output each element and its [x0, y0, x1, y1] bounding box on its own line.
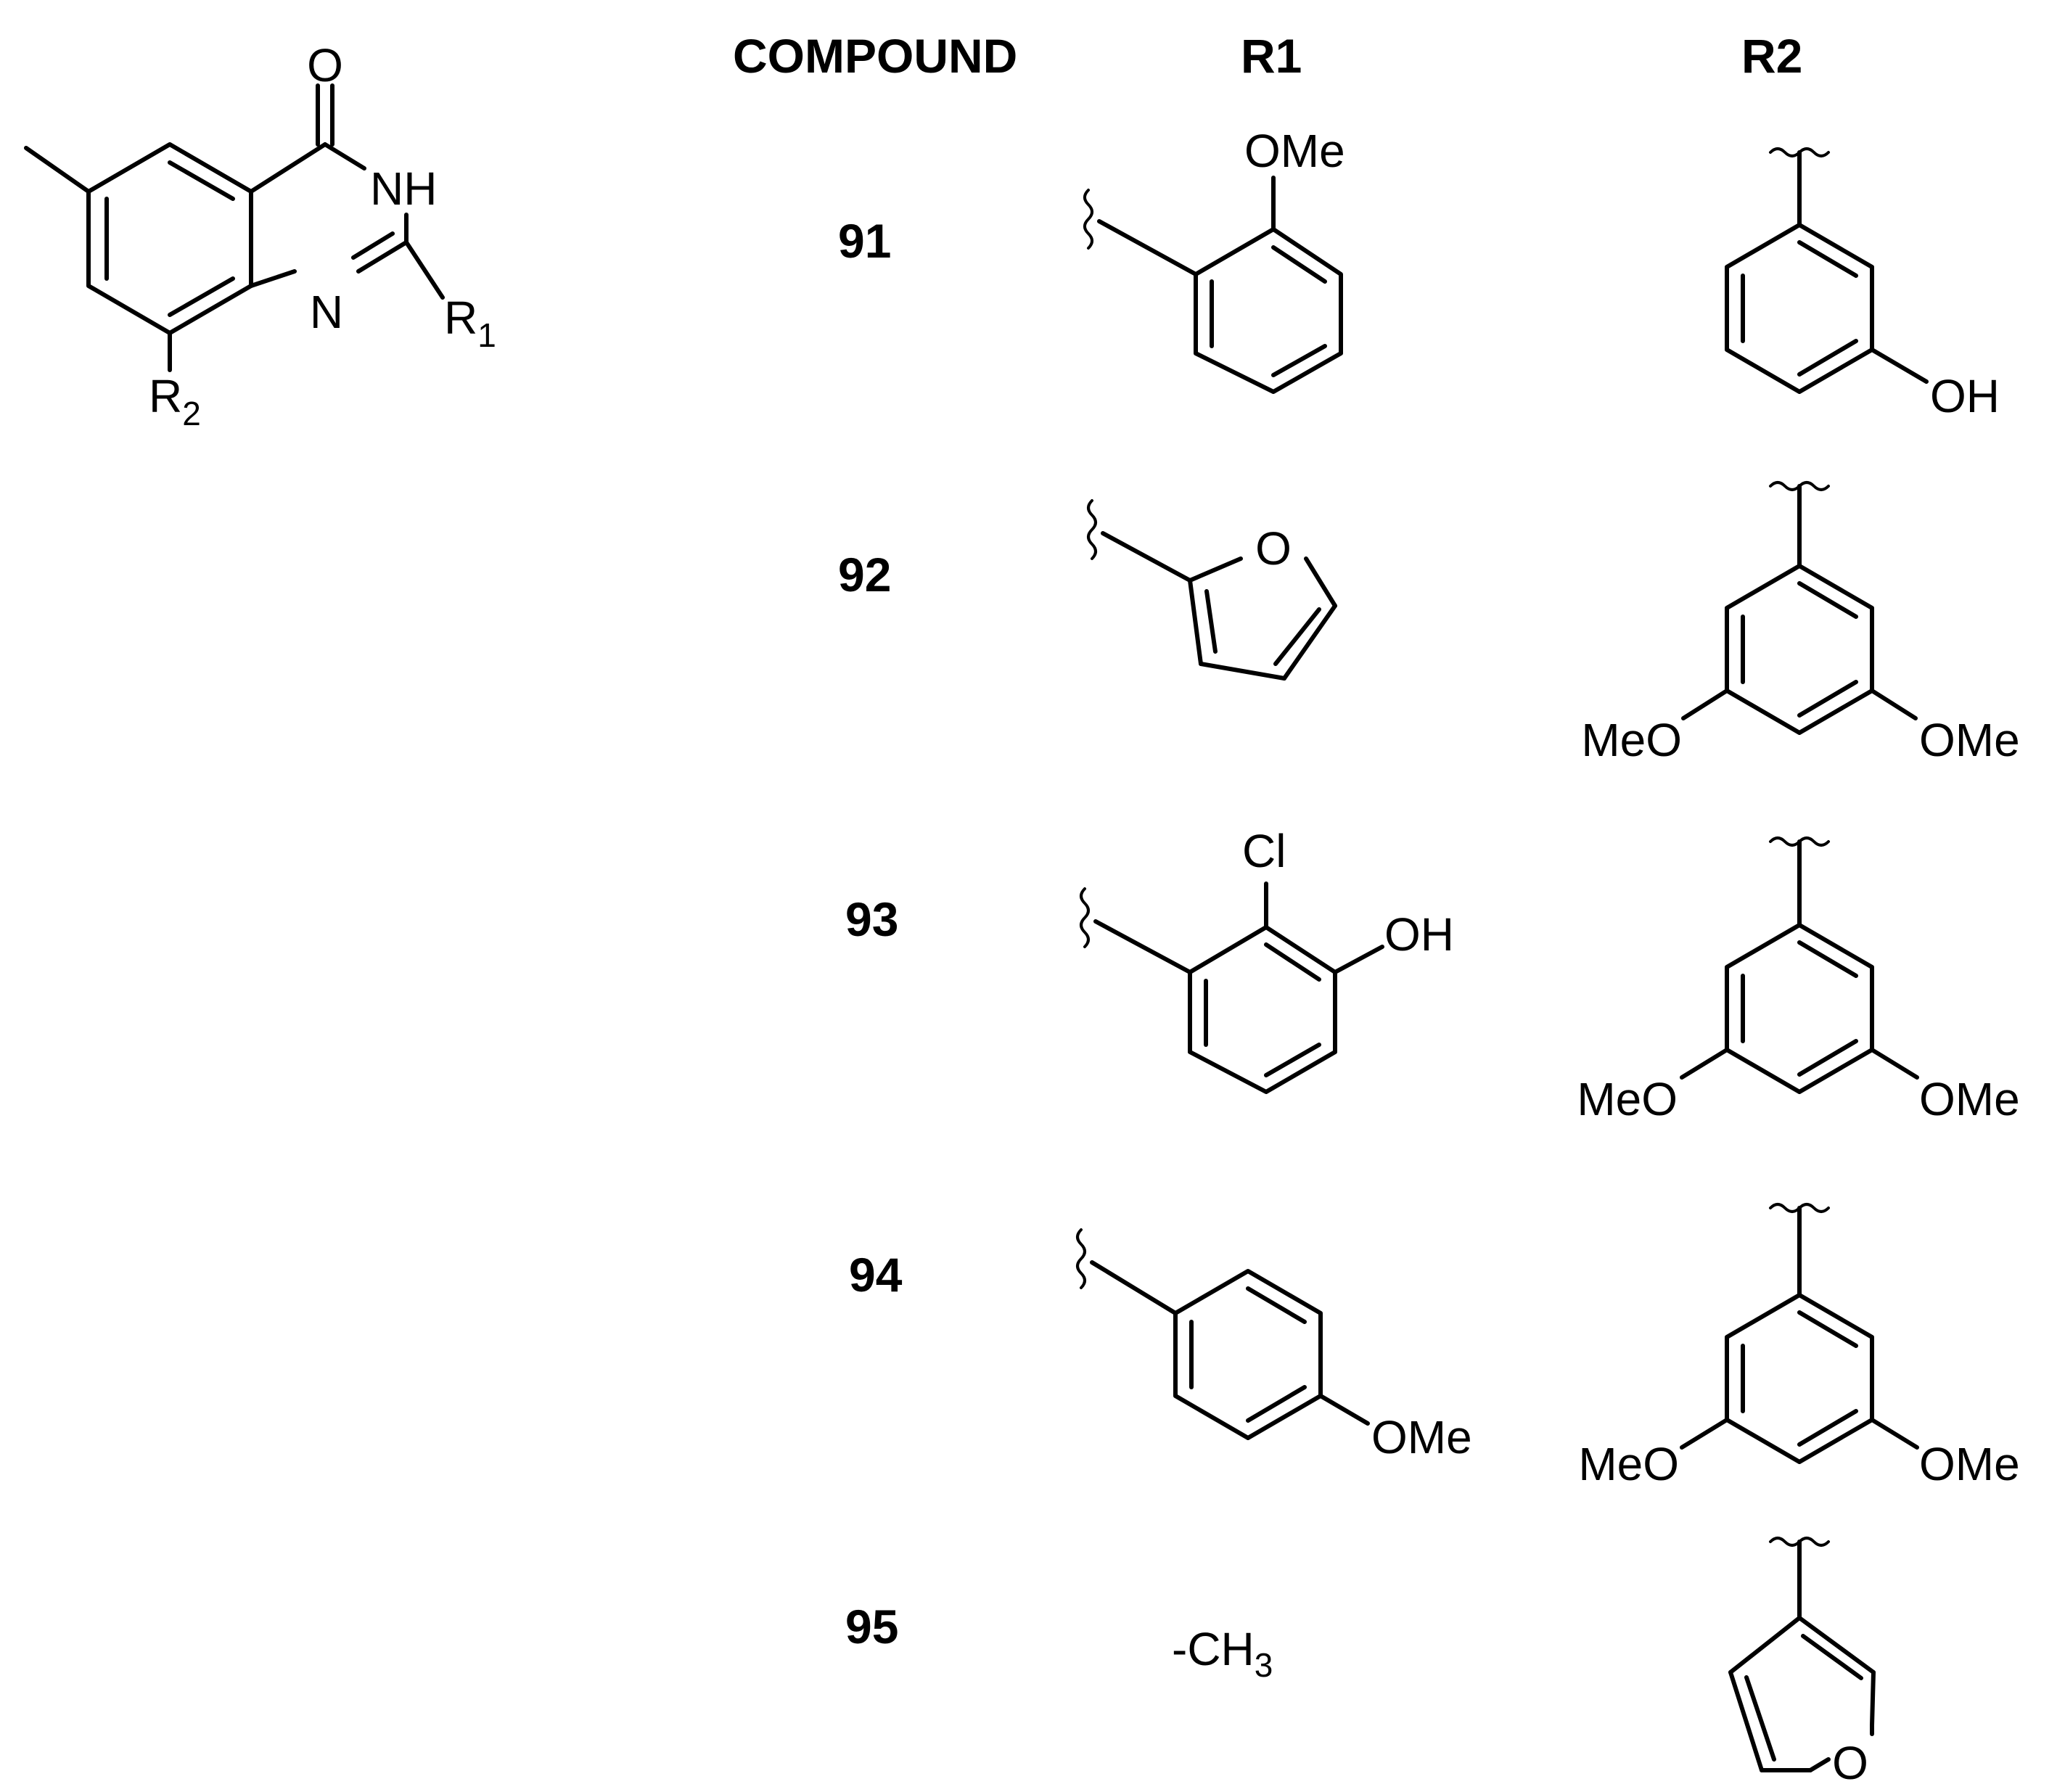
r2-substituent-left: MeO: [1581, 714, 1682, 766]
r1-substituent: OMe: [1244, 125, 1345, 177]
r1-2-chloro-3-hydroxyphenyl: Cl OH: [1080, 825, 1454, 1094]
r1-methyl: -CH3: [1172, 1623, 1273, 1684]
header-compound: COMPOUND: [733, 29, 1017, 83]
r2-substituent-left: MeO: [1578, 1438, 1679, 1490]
r2-3-5-dimethoxyphenyl: MeO OMe: [1578, 1203, 2020, 1490]
compound-id: 95: [845, 1600, 898, 1653]
r2-3-hydroxyphenyl: OH: [1725, 147, 2000, 422]
compound-id: 94: [849, 1248, 903, 1302]
r2-substituent-right: OMe: [1919, 1438, 2020, 1490]
core-scaffold: O NH N R1 R2: [24, 39, 496, 432]
r2-substituent-right: OMe: [1919, 1073, 2020, 1125]
r1-substituent-chloro: Cl: [1242, 825, 1286, 877]
r1-ring-oxygen: O: [1255, 522, 1292, 575]
core-r2-label: R2: [149, 370, 201, 432]
r1-2-furyl: O: [1087, 499, 1337, 681]
r1-substituent-hydroxy: OH: [1384, 908, 1454, 961]
compound-id: 91: [838, 214, 891, 268]
r2-ring-oxygen: O: [1832, 1737, 1868, 1789]
r2-substituent-left: MeO: [1577, 1073, 1678, 1125]
compound-id: 93: [845, 892, 898, 946]
r1-4-methoxyphenyl: OMe: [1076, 1228, 1472, 1463]
r2-substituent-right: OMe: [1919, 714, 2020, 766]
core-carbonyl-o: O: [307, 39, 343, 91]
core-n1: N: [310, 286, 343, 338]
header-r2: R2: [1741, 29, 1802, 83]
r1-2-methoxyphenyl: OMe: [1083, 125, 1345, 394]
compound-id: 92: [838, 548, 891, 601]
r2-substituent: OH: [1930, 370, 2000, 422]
r2-3-furyl: O: [1728, 1537, 1876, 1789]
r2-3-5-dimethoxyphenyl: MeO OMe: [1577, 837, 2020, 1125]
header-r1: R1: [1241, 29, 1302, 83]
r1-substituent: OMe: [1371, 1411, 1472, 1463]
r2-3-5-dimethoxyphenyl: MeO OMe: [1581, 481, 2020, 766]
core-nh: NH: [370, 163, 437, 215]
core-r1-label: R1: [444, 292, 496, 354]
